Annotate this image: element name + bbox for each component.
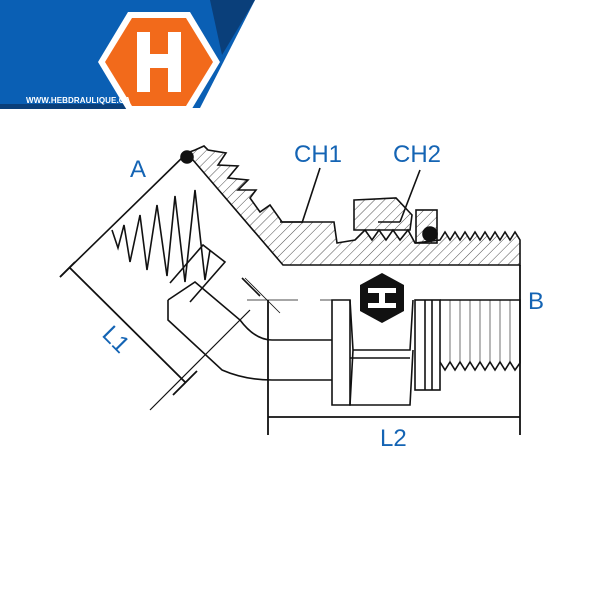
- brand-banner: [0, 0, 255, 112]
- logo-h-icon: [137, 32, 181, 92]
- hex-emblem-icon: [360, 273, 404, 323]
- label-a: A: [130, 156, 147, 183]
- label-l2: L2: [380, 425, 407, 452]
- website-url: WWW.HEBDRAULIQUE.CA: [26, 96, 131, 105]
- label-ch1: CH1: [294, 141, 343, 168]
- label-b: B: [528, 288, 545, 315]
- dimension-lines: [59, 261, 521, 435]
- fitting-body: [59, 145, 521, 406]
- label-ch2: CH2: [393, 141, 442, 168]
